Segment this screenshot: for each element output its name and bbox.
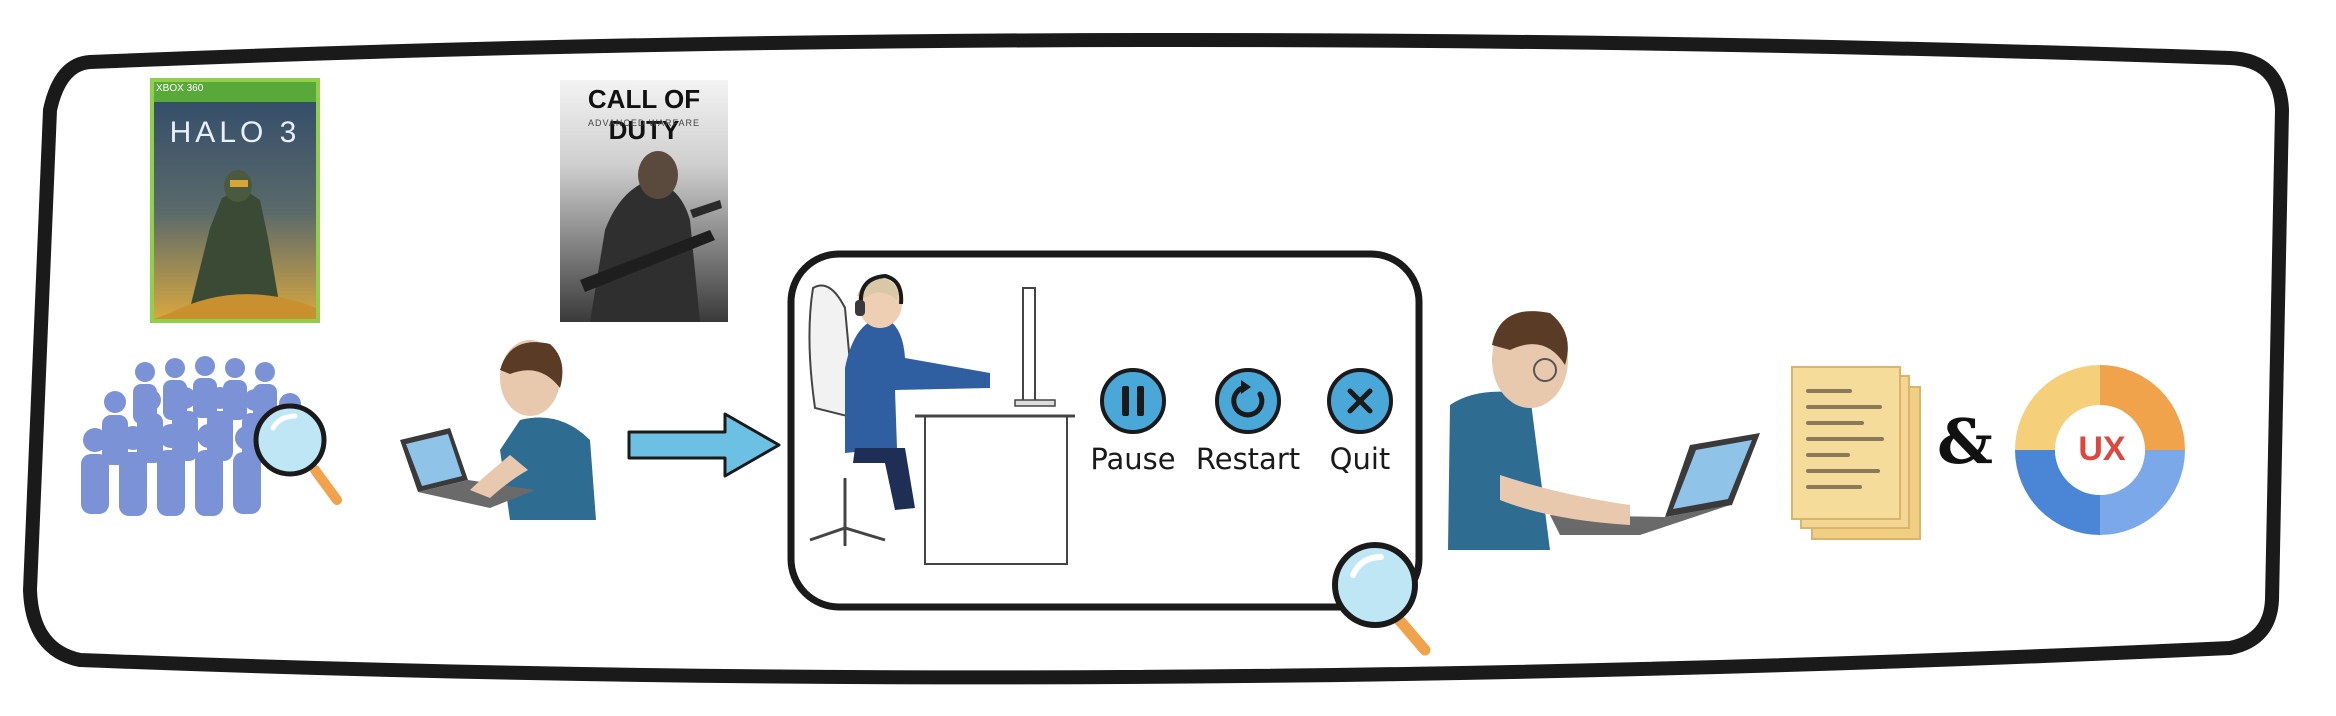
halo-3-cover: XBOX 360 HALO 3 [150, 78, 320, 323]
cod-cover-title: CALL OF DUTY [587, 84, 701, 145]
cod-cover-art [560, 80, 728, 322]
people-crowd-icon [81, 356, 342, 516]
restart-icon[interactable] [1213, 366, 1283, 436]
pause-button-label[interactable]: Pause [1090, 442, 1176, 476]
quit-icon[interactable] [1325, 366, 1395, 436]
ux-badge-label: UX [2078, 430, 2126, 468]
documents-icon [1791, 366, 1921, 540]
halo-cover-art [150, 78, 320, 323]
ux-donut-icon [2015, 365, 2185, 535]
halo-cover-band: XBOX 360 [156, 83, 204, 94]
halo-cover-title: HALO 3 [169, 116, 301, 149]
magnifier-icon [253, 403, 342, 505]
restart-button-label[interactable]: Restart [1195, 442, 1301, 476]
game-session-panel [787, 250, 1423, 611]
call-of-duty-cover: CALL OF DUTY ADVANCED WARFARE [560, 80, 728, 322]
quit-button-label[interactable]: Quit [1329, 442, 1391, 476]
flow-arrow-icon [627, 412, 781, 478]
researcher-laptop-left [400, 340, 596, 520]
panel-magnifier-icon [1332, 542, 1431, 656]
researcher-laptop-right [1448, 311, 1760, 550]
pause-icon[interactable] [1098, 366, 1168, 436]
connector-ampersand: & [1937, 405, 1993, 478]
cod-cover-subtitle: ADVANCED WARFARE [587, 118, 700, 128]
